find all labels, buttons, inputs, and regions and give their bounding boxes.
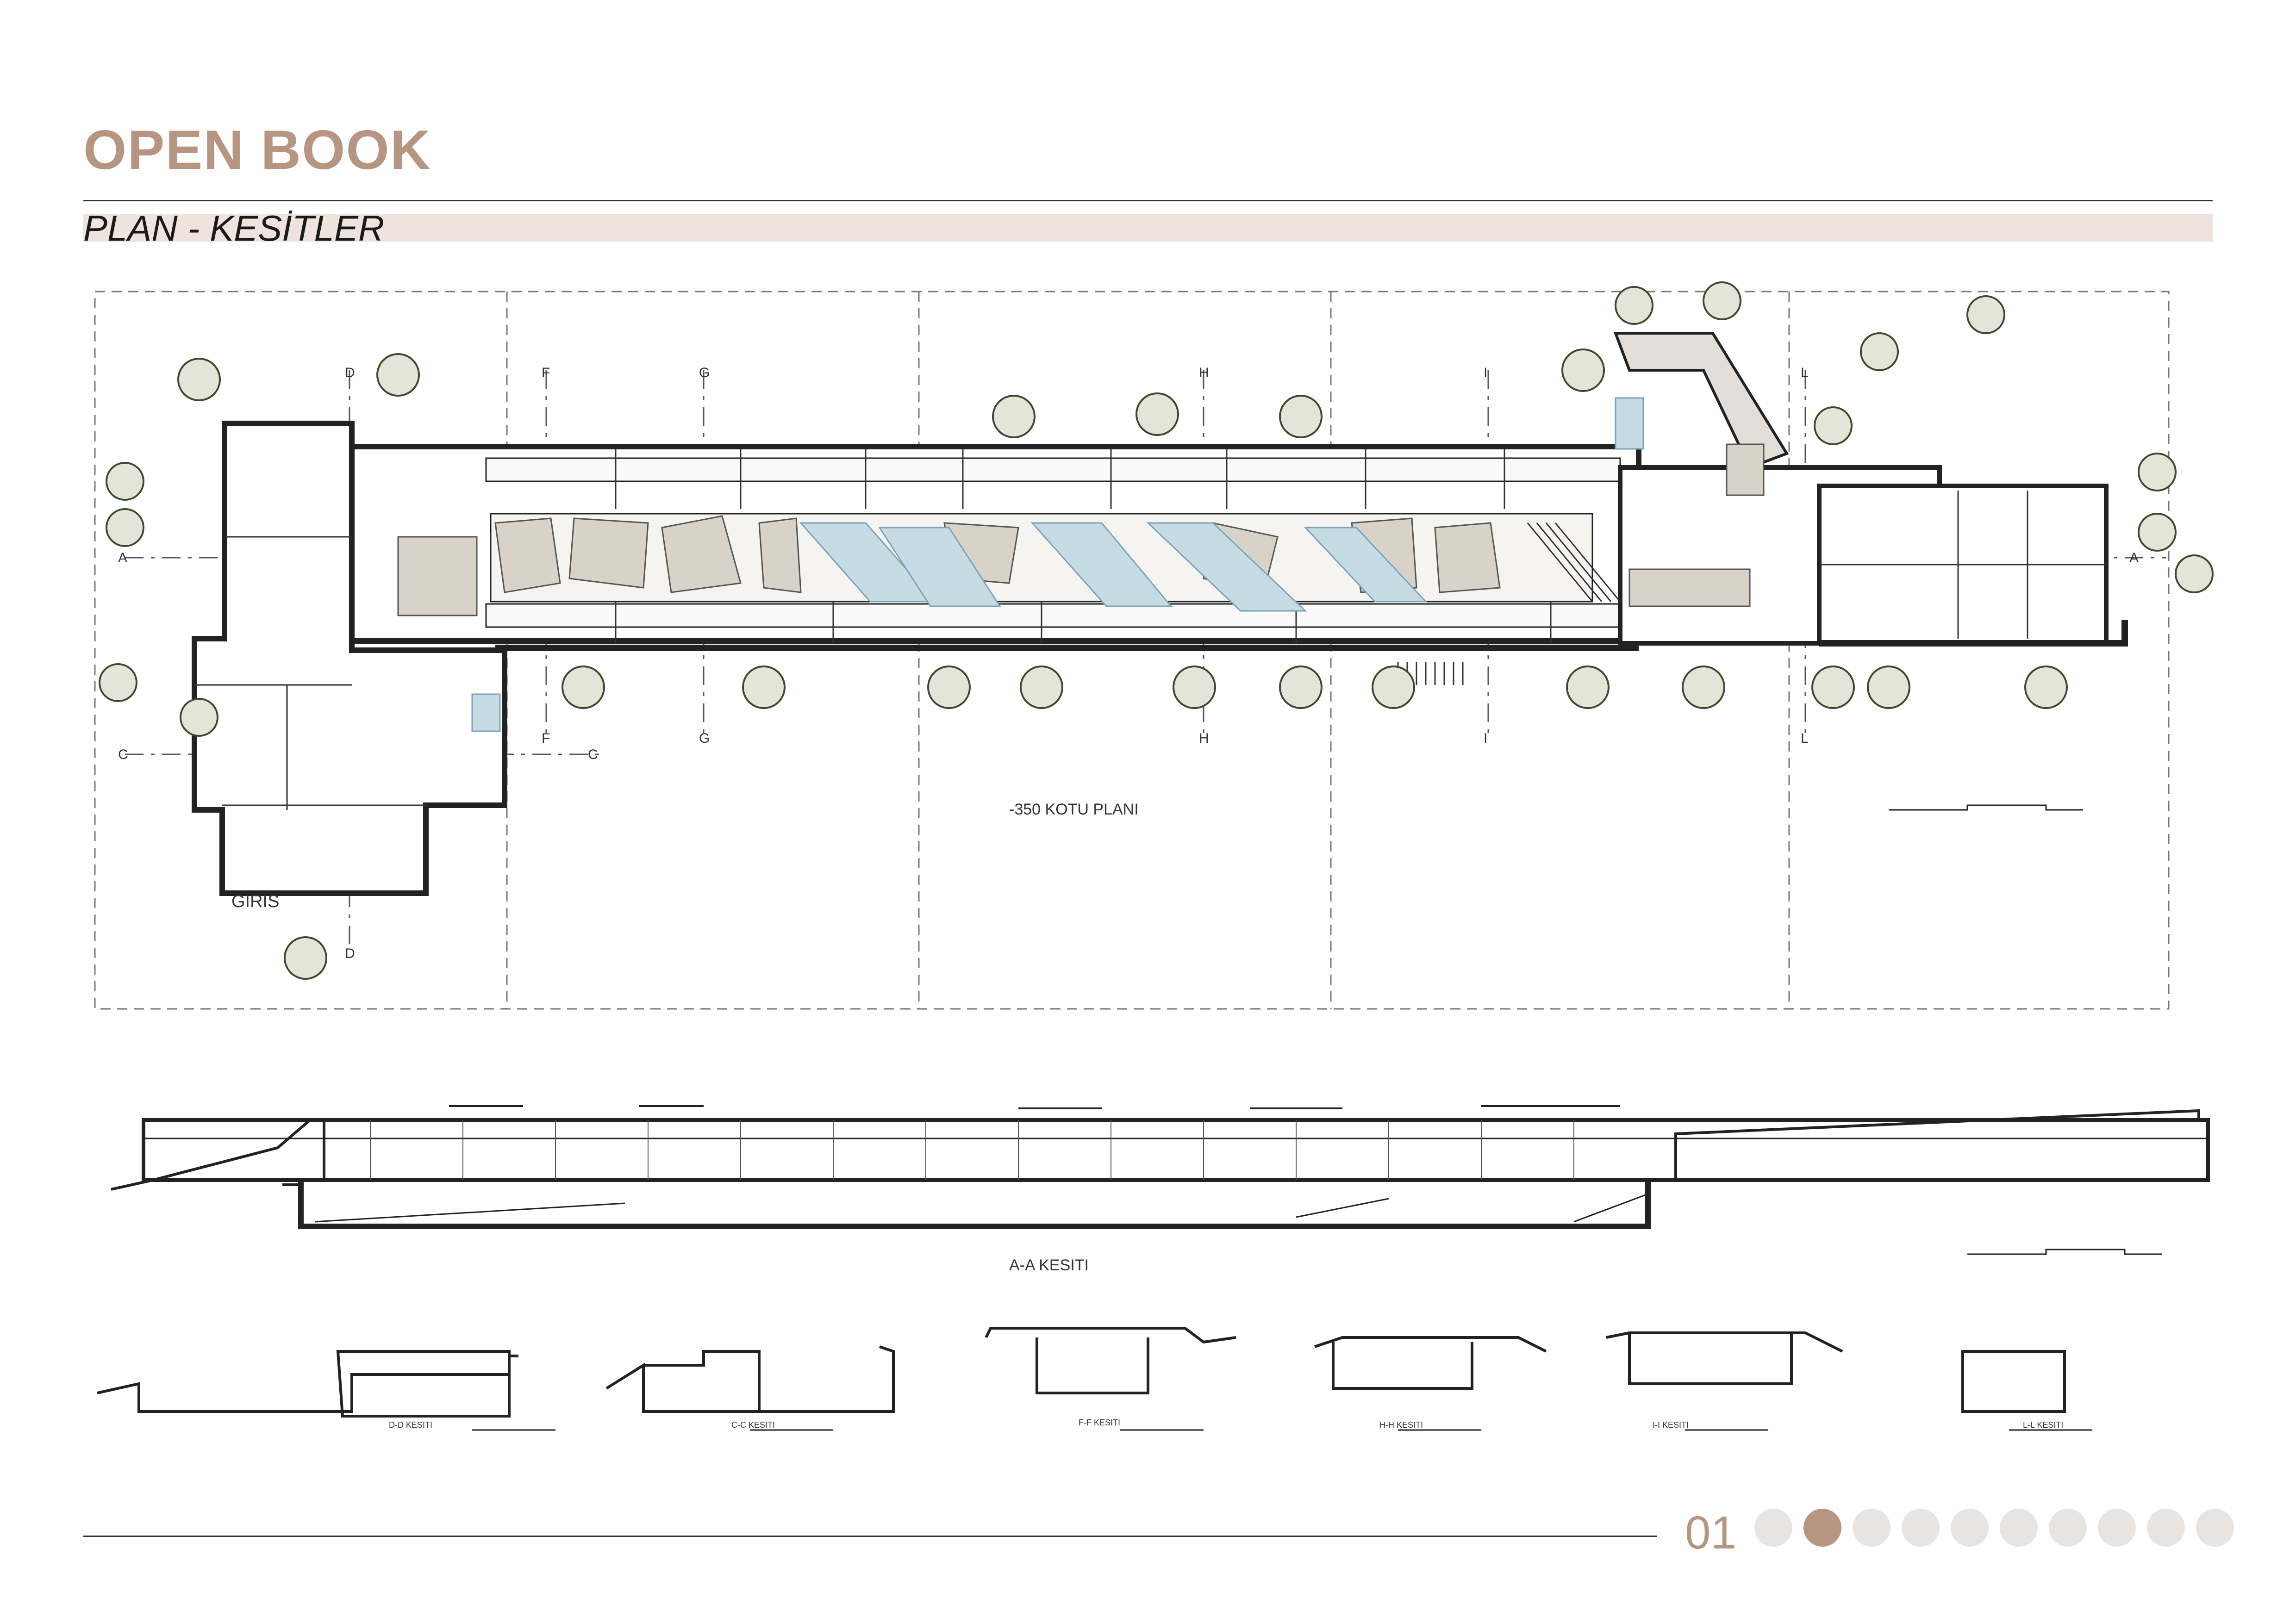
scale-bars (1889, 804, 2162, 1255)
section-marker-i-top: I (1484, 365, 1487, 380)
page-dot[interactable] (2049, 1509, 2087, 1547)
plan-label: -350 KOTU PLANI (1009, 801, 1139, 818)
interior-walls (194, 449, 2106, 810)
section-marker-d-bottom: D (345, 946, 355, 961)
page-dot[interactable] (2000, 1509, 2038, 1547)
page-title: OPEN BOOK (83, 119, 431, 181)
section-aa (111, 1105, 2210, 1229)
section-hh-label: H-H KESITI (1379, 1420, 1423, 1430)
section-marker-l-top: L (1801, 365, 1809, 380)
subtitle-band (83, 214, 2213, 242)
section-marker-g-bottom: G (699, 731, 710, 746)
page-dot[interactable] (1803, 1509, 1841, 1547)
section-aa-label: A-A KESITI (1009, 1256, 1089, 1274)
page-subtitle: PLAN - KESİTLER (83, 208, 385, 249)
header-rule (83, 200, 2213, 201)
water-strips (471, 397, 1644, 732)
section-ii-label: I-I KESITI (1653, 1420, 1689, 1430)
section-marker-i-bottom: I (1484, 731, 1487, 746)
section-cc-label: C-C KESITI (731, 1420, 775, 1430)
edge-marker-c-right: C (588, 747, 598, 762)
trees (99, 281, 2214, 980)
page-dots (1754, 1509, 2234, 1547)
edge-marker-c-left: C (118, 747, 128, 762)
page-dot[interactable] (1853, 1509, 1890, 1547)
section-marker-h-top: H (1199, 365, 1209, 380)
page-dot[interactable] (1902, 1509, 1940, 1547)
footer-rule (83, 1536, 1657, 1537)
section-marker-f-bottom: F (542, 731, 550, 746)
page-dot[interactable] (2098, 1509, 2136, 1547)
stair-hatch (1397, 522, 1621, 685)
page-number: 01 (1685, 1507, 1737, 1559)
edge-marker-a-right: A (2129, 550, 2139, 566)
section-marker-h-bottom: H (1199, 731, 1209, 746)
page-dot[interactable] (2147, 1509, 2185, 1547)
section-ff-label: F-F KESITI (1079, 1418, 1120, 1427)
section-marker-d-top: D (345, 365, 355, 380)
section-marker-l-bottom: L (1801, 731, 1809, 746)
small-sections (97, 1327, 2066, 1418)
edge-marker-a-left: A (118, 550, 127, 566)
section-dd-label: D-D KESITI (389, 1420, 432, 1430)
page-dot[interactable] (1754, 1509, 1792, 1547)
page-dot[interactable] (1951, 1509, 1989, 1547)
page-dot[interactable] (2196, 1509, 2234, 1547)
section-marker-g-top: G (699, 365, 710, 380)
entrance-label: GIRIS (231, 892, 279, 911)
section-ll-label: L-L KESITI (2023, 1420, 2063, 1430)
section-marker-f-top: F (542, 365, 550, 380)
